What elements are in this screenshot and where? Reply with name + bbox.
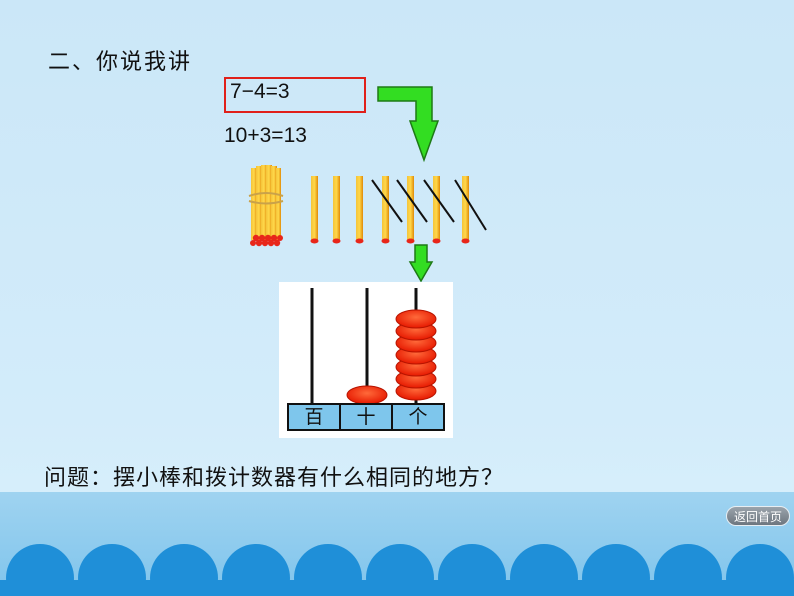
equation-addition: 10+3=13: [224, 124, 307, 147]
place-label-ones: 个: [408, 406, 428, 428]
section-title: 二、你说我讲: [48, 50, 193, 75]
stick: [311, 176, 318, 241]
stick: [462, 176, 469, 241]
wave-decoration: [0, 544, 794, 596]
place-label-tens: 十: [341, 405, 393, 429]
single-sticks: [310, 176, 487, 244]
cross-out-mark: [371, 179, 403, 223]
green-arrow-icon: [377, 86, 440, 163]
stick: [333, 176, 340, 241]
stick: [356, 176, 363, 241]
abacus-drawing: [310, 288, 437, 405]
abacus-bead: [346, 385, 388, 405]
cross-out-mark: [454, 179, 487, 231]
abacus-bead: [395, 309, 437, 329]
equation-highlight-box: [224, 77, 366, 113]
cross-out-mark: [423, 179, 455, 223]
place-label-hundreds: 百: [289, 405, 341, 429]
back-home-button[interactable]: 返回首页: [726, 506, 790, 526]
stick: [433, 176, 440, 241]
abacus-place-labels: 百 十 个: [287, 403, 445, 431]
stick: [407, 176, 414, 241]
stick-bundle-icon: [248, 165, 284, 247]
cross-out-mark: [396, 179, 428, 223]
equation-subtraction: 7−4=3: [230, 80, 290, 103]
green-arrow-icon: [408, 244, 434, 283]
question-text: 问题：摆小棒和拨计数器有什么相同的地方？: [44, 466, 505, 491]
abacus-beads-ones: [395, 309, 437, 401]
stick: [382, 176, 389, 241]
